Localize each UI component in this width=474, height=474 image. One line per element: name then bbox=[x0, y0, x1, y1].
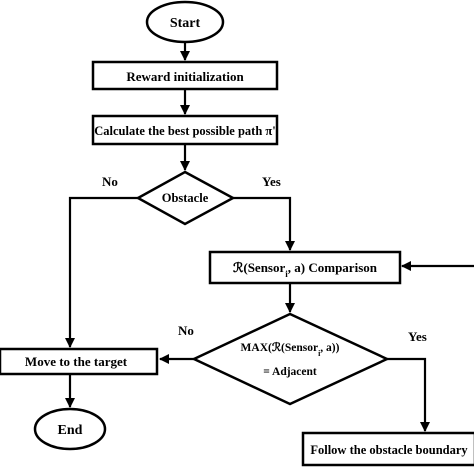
max-decision-line1: MAX(ℛ(Sensori, a)) bbox=[241, 341, 340, 358]
node-follow-boundary: Follow the obstacle boundary bbox=[301, 431, 474, 467]
max-decision-line2: = Adjacent bbox=[263, 366, 317, 378]
edges bbox=[65, 43, 474, 432]
comparison-label: ℛ(Sensori, a) Comparison bbox=[233, 260, 378, 279]
end-label: End bbox=[58, 423, 83, 438]
node-comparison: ℛ(Sensori, a) Comparison bbox=[208, 250, 402, 285]
node-max-decision: MAX(ℛ(Sensori, a)) = Adjacent bbox=[191, 312, 390, 406]
node-reward-initialization: Reward initialization bbox=[91, 60, 279, 91]
obstacle-yes-label: Yes bbox=[262, 174, 281, 189]
obstacle-no-label: No bbox=[102, 174, 118, 189]
edge-obstacle-no bbox=[65, 196, 138, 348]
node-calculate-path: Calculate the best possible path π' bbox=[91, 114, 279, 146]
move-to-target-label: Move to the target bbox=[25, 354, 128, 369]
node-end: End bbox=[33, 407, 107, 451]
node-move-to-target: Move to the target bbox=[0, 347, 159, 376]
node-start: Start bbox=[145, 0, 225, 44]
obstacle-label: Obstacle bbox=[162, 191, 209, 205]
max-no-label: No bbox=[178, 323, 194, 338]
start-label: Start bbox=[170, 16, 201, 31]
calculate-path-label: Calculate the best possible path π' bbox=[94, 124, 276, 138]
max-yes-label: Yes bbox=[408, 329, 427, 344]
follow-boundary-label: Follow the obstacle boundary bbox=[310, 443, 468, 457]
node-obstacle-decision: Obstacle bbox=[135, 170, 236, 226]
reward-initialization-label: Reward initialization bbox=[126, 69, 244, 84]
edge-obstacle-yes bbox=[233, 196, 295, 251]
edge-max-yes bbox=[387, 357, 430, 432]
